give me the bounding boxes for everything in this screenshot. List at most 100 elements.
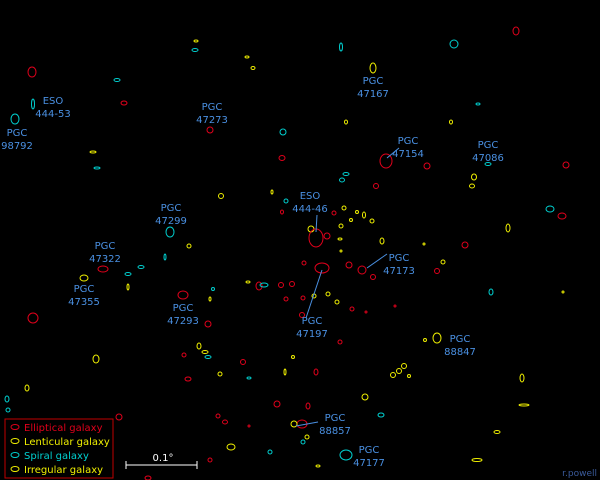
elliptical-galaxy-marker: [204, 320, 212, 328]
elliptical-galaxy-marker: [393, 304, 397, 308]
lenticular-galaxy-marker: [339, 249, 343, 253]
spiral-galaxy-marker: [339, 42, 343, 52]
lenticular-galaxy-marker: [440, 259, 446, 265]
leader-lines: [295, 147, 400, 427]
elliptical-galaxy-marker: [222, 419, 228, 425]
spiral-galaxy-marker: [113, 78, 121, 82]
lenticular-galaxy-marker: [379, 237, 385, 245]
spiral-galaxy-marker: [191, 48, 199, 52]
lenticular-galaxy-marker: [244, 55, 250, 59]
lenticular-galaxy-marker: [505, 223, 511, 233]
elliptical-galaxy-marker: [299, 312, 305, 318]
galaxy-labels: ESO 444-53 PGC 98792 PGC 47273 PGC 47167…: [1, 76, 504, 469]
spiral-galaxy-marker: [124, 272, 132, 276]
lenticular-galaxy-marker: [561, 290, 565, 294]
legend-item-spiral: Spiral galaxy: [10, 451, 89, 462]
elliptical-galaxy-marker: [273, 400, 281, 408]
elliptical-galaxy-marker: [300, 295, 306, 301]
lenticular-galaxy-marker: [469, 183, 475, 189]
lenticular-galaxy-marker: [304, 434, 310, 440]
label-line1: PGC: [325, 413, 346, 424]
lenticular-galaxy-marker: [344, 119, 348, 125]
galaxy-label-pgc-98792: PGC 98792: [1, 128, 33, 152]
elliptical-galaxy-marker: [423, 162, 431, 170]
spiral-galaxy-marker: [300, 439, 306, 445]
lenticular-galaxy-marker: [193, 39, 199, 43]
spiral-symbol-icon: [10, 452, 20, 458]
label-line2: 47167: [357, 89, 389, 100]
elliptical-galaxy-marker: [313, 368, 319, 376]
legend-item-elliptical: Elliptical galaxy: [10, 423, 103, 434]
scale-bar-label: 0.1°: [153, 453, 174, 464]
label-line1: PGC: [389, 253, 410, 264]
irregular-symbol-icon: [10, 466, 20, 472]
lenticular-galaxy-marker: [407, 374, 411, 378]
label-line2: 47177: [353, 458, 385, 469]
label-line2: 444-46: [292, 204, 327, 215]
lenticular-galaxy-marker: [291, 355, 295, 359]
lenticular-galaxy-marker: [250, 66, 256, 70]
elliptical-galaxy-marker: [207, 457, 213, 463]
elliptical-galaxy-marker: [27, 312, 39, 324]
elliptical-galaxy-marker: [255, 281, 263, 291]
label-line1: PGC: [398, 136, 419, 147]
elliptical-galaxy-marker: [337, 339, 343, 345]
elliptical-galaxy-marker: [27, 66, 37, 78]
spiral-galaxy-marker: [267, 449, 273, 455]
elliptical-galaxy-marker: [289, 281, 295, 287]
elliptical-galaxy-marker: [345, 261, 353, 269]
spiral-galaxy-marker: [339, 449, 353, 461]
elliptical-symbol-icon: [10, 424, 20, 430]
spiral-galaxy-marker: [204, 355, 212, 359]
elliptical-galaxy-marker: [97, 265, 109, 273]
elliptical-galaxy-marker: [373, 183, 379, 189]
elliptical-galaxy-marker: [278, 155, 286, 161]
label-line1: PGC: [7, 128, 28, 139]
leader-line: [366, 253, 388, 269]
elliptical-galaxy-marker: [370, 274, 376, 280]
elliptical-galaxy-marker: [305, 402, 311, 410]
lenticular-galaxy-marker: [337, 237, 343, 241]
label-line2: 88857: [319, 426, 351, 437]
label-line1: PGC: [359, 445, 380, 456]
spiral-galaxy-marker: [475, 102, 481, 106]
legend-label: Spiral galaxy: [24, 451, 89, 462]
spiral-galaxy-marker: [93, 166, 101, 170]
lenticular-galaxy-marker: [432, 332, 442, 344]
elliptical-galaxy-marker: [314, 262, 330, 274]
elliptical-galaxy-marker: [215, 413, 221, 419]
elliptical-galaxy-marker: [349, 306, 355, 312]
elliptical-galaxy-marker: [512, 26, 520, 36]
lenticular-galaxy-marker: [325, 291, 331, 297]
lenticular-galaxy-marker: [493, 430, 501, 434]
galaxy-label-pgc-47299: PGC 47299: [155, 203, 187, 227]
label-line2: 444-53: [35, 109, 70, 120]
galaxy-label-pgc-47322: PGC 47322: [89, 241, 121, 265]
elliptical-galaxy-marker: [301, 260, 307, 266]
elliptical-galaxy-marker: [434, 268, 440, 274]
elliptical-galaxy-marker: [247, 424, 251, 428]
label-line2: 88847: [444, 347, 476, 358]
label-line1: PGC: [202, 102, 223, 113]
lenticular-galaxy-marker: [349, 218, 353, 222]
label-line2: 47173: [383, 266, 415, 277]
lenticular-galaxy-marker: [290, 420, 298, 428]
lenticular-symbol-icon: [10, 438, 20, 444]
lenticular-galaxy-marker: [126, 283, 130, 291]
label-line1: PGC: [173, 303, 194, 314]
lenticular-galaxy-marker: [89, 150, 97, 154]
leader-line: [295, 421, 319, 427]
lenticular-galaxy-marker: [519, 373, 525, 383]
spiral-galaxy-marker: [484, 162, 492, 166]
label-line2: 47293: [167, 316, 199, 327]
lenticular-galaxy-marker: [270, 189, 274, 195]
spiral-galaxy-marker: [545, 205, 555, 213]
elliptical-galaxy-marker: [562, 161, 570, 169]
elliptical-galaxy-marker: [364, 310, 368, 314]
spiral-galaxy-marker: [31, 98, 35, 110]
galaxy-label-eso-444-53: ESO 444-53: [35, 96, 70, 120]
spiral-galaxy-marker: [377, 412, 385, 418]
spiral-galaxy-marker: [4, 395, 10, 403]
galaxy-label-pgc-47177: PGC 47177: [353, 445, 385, 469]
elliptical-galaxy-marker: [331, 210, 337, 216]
